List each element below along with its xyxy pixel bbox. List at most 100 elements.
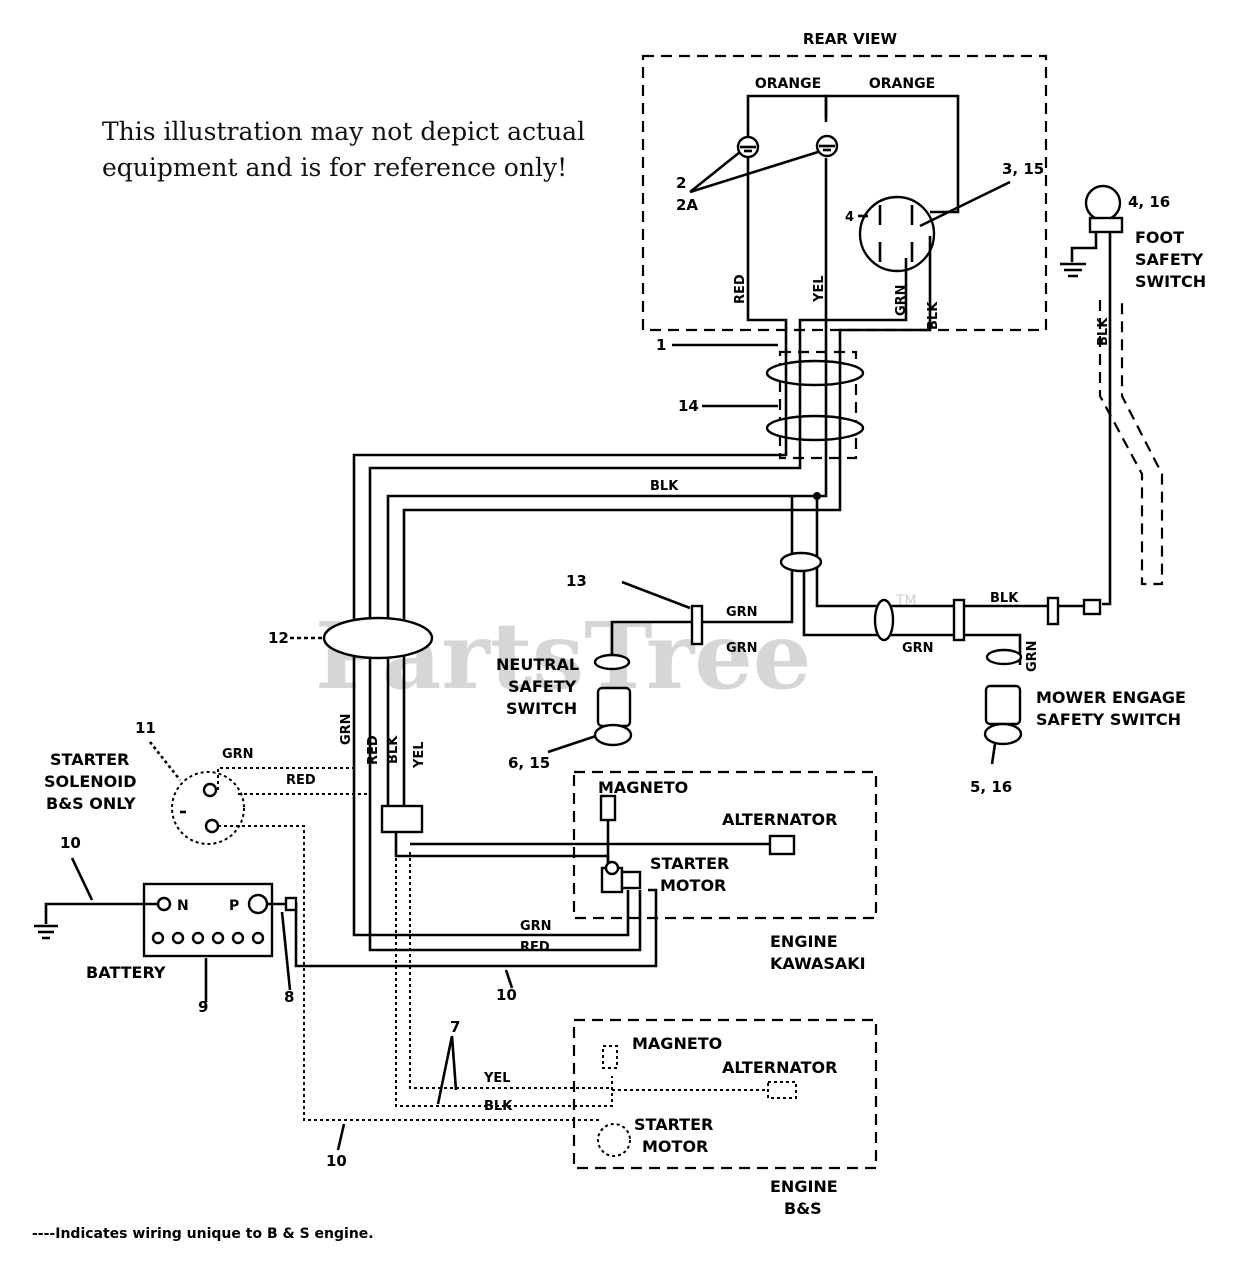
callout-leader-11	[148, 741, 182, 781]
engine-kawasaki	[572, 770, 878, 920]
footnote: ----Indicates wiring unique to B & S eng…	[32, 1226, 374, 1242]
tie-right	[873, 598, 895, 642]
callout-leader-10-bottom	[336, 1123, 346, 1151]
mower-switch-label-1: MOWER ENGAGE	[1036, 688, 1186, 707]
kaw-starter-label-1: STARTER	[650, 854, 729, 873]
bs-magneto-icon	[602, 1045, 618, 1069]
harness-yel-label: YEL	[412, 741, 427, 769]
connector-mid	[952, 598, 966, 642]
callout-leader-6-15	[547, 734, 597, 754]
solenoid-label-1: STARTER	[50, 750, 129, 769]
grn-mid-label: GRN	[902, 641, 934, 656]
grn-13-bottom-label: GRN	[726, 641, 758, 656]
callout-12: 12	[268, 629, 289, 647]
foot-dashed-route	[1098, 300, 1164, 586]
orange-wire-left	[746, 94, 828, 146]
sol-grn-wire	[217, 767, 354, 790]
grn-13-top-label: GRN	[726, 605, 758, 620]
callout-2a: 2A	[676, 196, 698, 214]
battery-label: BATTERY	[86, 963, 166, 982]
bs-magneto-label: MAGNETO	[632, 1034, 722, 1053]
rear-view-panel: REAR VIEW ORANGE ORANGE 2 2A 4	[641, 30, 1048, 340]
sol-red-label: RED	[286, 773, 316, 788]
battery-positive-wire	[268, 888, 658, 968]
bs-alternator-label: ALTERNATOR	[722, 1058, 837, 1077]
starter-solenoid	[171, 771, 245, 845]
grn-to-mower-wire	[802, 560, 1022, 665]
tie-12	[322, 616, 434, 660]
callout-4-16: 4, 16	[1128, 193, 1170, 211]
solenoid-label-3: B&S ONLY	[46, 794, 136, 813]
kaw-red-label: RED	[520, 940, 550, 955]
kaw-engine-label-2: KAWASAKI	[770, 954, 866, 973]
kaw-starter-label-2: MOTOR	[660, 876, 726, 895]
battery-ground-wire	[44, 902, 158, 924]
callout-leader-8	[280, 911, 292, 991]
bs-yel-wire	[409, 852, 612, 1089]
callout-2: 2	[676, 174, 686, 192]
orange-label-left: ORANGE	[755, 76, 821, 92]
kaw-engine-label-1: ENGINE	[770, 932, 838, 951]
kaw-starter-icon	[600, 860, 642, 894]
foot-ground-wire	[1070, 232, 1098, 262]
harness-red-wire	[368, 340, 802, 952]
callout-10-left: 10	[60, 834, 81, 852]
foot-safety-switch	[1060, 184, 1164, 606]
orange-label-right: ORANGE	[869, 76, 935, 92]
callout-leader-7	[436, 1035, 458, 1105]
sol-grn-label: GRN	[222, 747, 254, 762]
callout-leader-10-mid	[504, 969, 514, 989]
callout-leader-3-15	[919, 180, 1011, 228]
ground-icon	[1060, 262, 1086, 278]
kaw-grn-label: GRN	[520, 919, 552, 934]
engine-bs	[572, 1018, 878, 1170]
bs-engine-label-1: ENGINE	[770, 1177, 838, 1196]
foot-switch-label-1: FOOT	[1135, 228, 1184, 247]
blk-label: BLK	[926, 301, 941, 330]
foot-blk-wire	[1102, 232, 1112, 606]
bs-blk-label: BLK	[484, 1099, 513, 1114]
grn-wire	[824, 258, 908, 340]
harness-red-label: RED	[366, 735, 381, 765]
callout-leader-13	[621, 580, 691, 610]
battery-p-label: P	[229, 898, 239, 914]
orange-wire-right	[824, 94, 960, 214]
connector-foot-plug	[1082, 598, 1102, 616]
harness-grn-label: GRN	[339, 713, 354, 745]
blk-right-label: BLK	[990, 591, 1019, 606]
battery-lug	[284, 896, 298, 912]
callout-11: 11	[135, 719, 156, 737]
callout-8: 8	[284, 988, 294, 1006]
engine-connector	[380, 804, 424, 834]
mower-switch-label-2: SAFETY SWITCH	[1036, 710, 1181, 729]
callout-10-mid: 10	[496, 986, 517, 1004]
tie-1	[765, 359, 865, 387]
tie-mid	[779, 551, 823, 573]
neutral-switch-label-3: SWITCH	[506, 699, 577, 718]
blk-to-foot-wire	[815, 496, 1084, 608]
battery-ground-icon	[34, 924, 58, 940]
battery	[142, 882, 274, 958]
callout-14: 14	[678, 397, 699, 415]
battery-n-label: N	[177, 898, 189, 914]
neutral-safety-switch	[593, 653, 633, 747]
harness-clamp-box	[778, 350, 858, 460]
callout-3-15: 3, 15	[1002, 160, 1044, 178]
callout-13: 13	[566, 572, 587, 590]
ignition-switch	[858, 195, 936, 273]
neutral-switch-label-1: NEUTRAL	[496, 655, 579, 674]
connector-13	[690, 604, 704, 646]
bs-blk-wire	[395, 840, 613, 1107]
harness-blk-label: BLK	[386, 735, 401, 764]
kaw-magneto-wire	[394, 832, 610, 868]
foot-blk-label: BLK	[1096, 317, 1111, 346]
callout-7: 7	[450, 1018, 460, 1036]
disclaimer-line-2: equipment and is for reference only!	[102, 153, 567, 182]
connector-2a	[815, 134, 839, 158]
harness-grn-wire	[352, 340, 788, 937]
callout-6-15: 6, 15	[508, 754, 550, 772]
grn-label: GRN	[894, 284, 909, 316]
kaw-alternator-label: ALTERNATOR	[722, 810, 837, 829]
neutral-switch-label-2: SAFETY	[508, 677, 577, 696]
